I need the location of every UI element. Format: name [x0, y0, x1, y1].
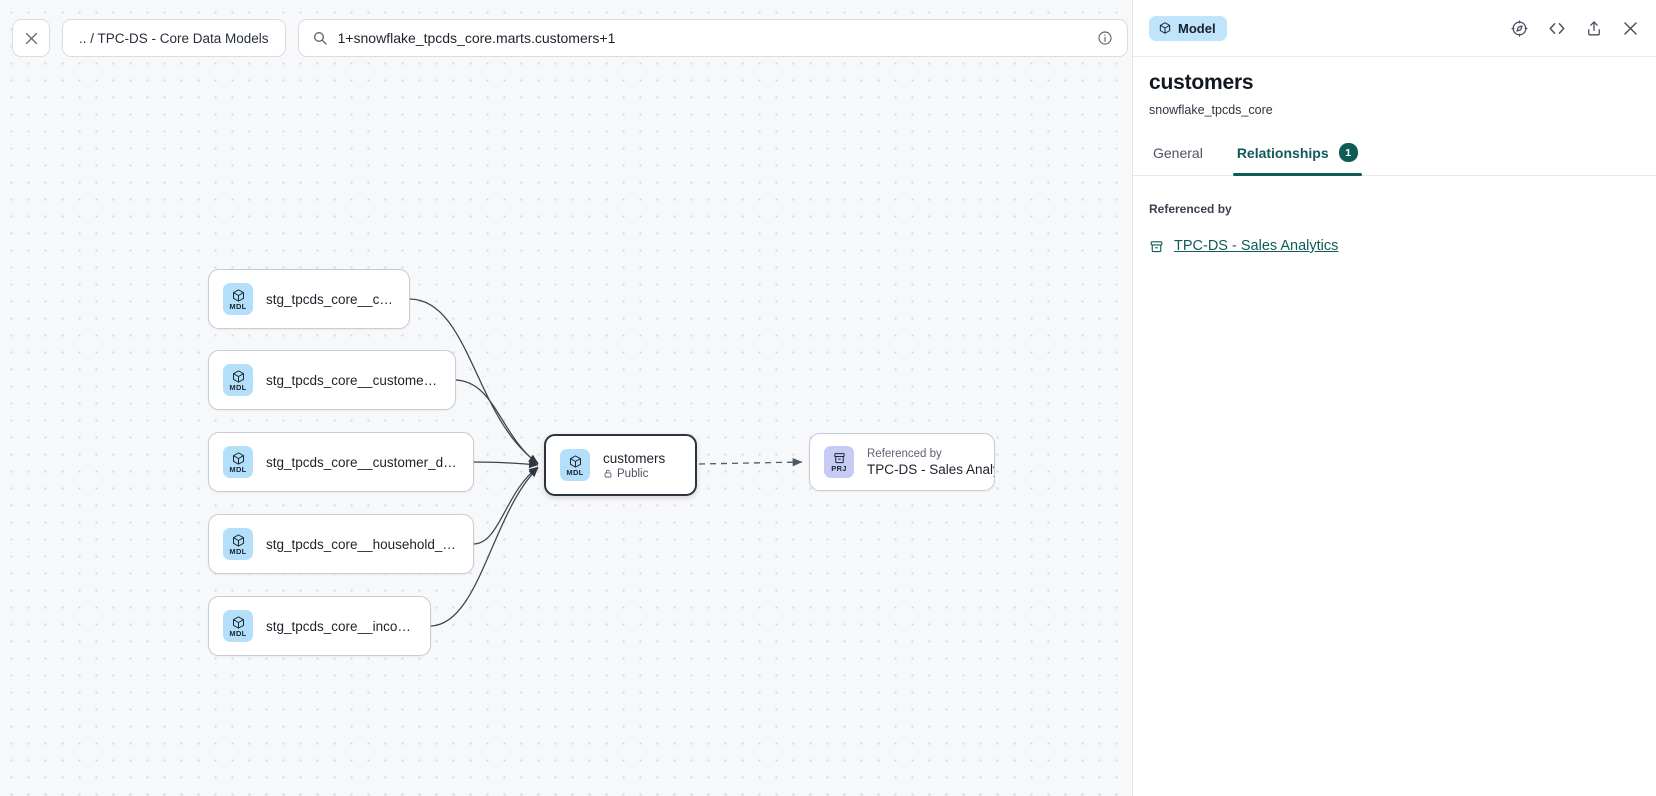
tab-label: General: [1153, 144, 1203, 161]
graph-node-label: stg_tpcds_core__customer: [266, 291, 395, 307]
graph-area: MDL stg_tpcds_core__customer MDL stg_tpc…: [208, 269, 995, 656]
cube-icon: [1158, 21, 1172, 35]
panel-toolbar: Model: [1133, 0, 1656, 56]
graph-node-selected-customers[interactable]: MDL customers Public: [544, 434, 697, 496]
info-icon[interactable]: [1097, 30, 1113, 46]
graph-node-access-label: Public: [617, 467, 649, 480]
badge-type-label: MDL: [229, 464, 247, 474]
section-label-referenced-by: Referenced by: [1149, 202, 1232, 216]
compass-icon[interactable]: [1510, 19, 1529, 38]
code-icon[interactable]: [1547, 19, 1567, 38]
close-icon[interactable]: [1621, 19, 1640, 38]
project-badge: PRJ: [824, 446, 854, 478]
badge-type-label: MDL: [229, 628, 247, 638]
graph-node-title: customers: [603, 450, 666, 466]
tab-label: Relationships: [1236, 144, 1329, 161]
badge-type-label: MDL: [566, 467, 584, 477]
referenced-by-link[interactable]: TPC-DS - Sales Analytics: [1174, 238, 1339, 254]
graph-node-label: stg_tpcds_core__income_band: [266, 618, 416, 634]
share-icon[interactable]: [1585, 19, 1603, 38]
badge-type-label: PRJ: [831, 464, 847, 473]
graph-node-text: customers Public: [603, 451, 665, 480]
badge-type-label: MDL: [229, 546, 247, 556]
badge-type-label: MDL: [229, 382, 247, 392]
page-title: customers: [1149, 71, 1254, 94]
graph-node-label: stg_tpcds_core__customer_demogra…: [266, 454, 459, 470]
model-badge: MDL: [223, 446, 253, 478]
panel-header: customers snowflake_tpcds_core: [1133, 56, 1656, 117]
graph-node-caption: Referenced by: [867, 447, 942, 460]
graph-node-model[interactable]: MDL stg_tpcds_core__household_demogr…: [208, 514, 474, 574]
graph-node-model[interactable]: MDL stg_tpcds_core__customer_address: [208, 350, 456, 410]
details-panel: Model customers snowflake_tpcds_core: [1132, 0, 1656, 796]
search-icon: [312, 30, 328, 46]
badge-type-label: MDL: [229, 301, 247, 311]
graph-node-text: Referenced by TPC-DS - Sales Analytics: [867, 447, 994, 477]
graph-node-access: Public: [603, 468, 665, 480]
model-badge: MDL: [560, 449, 590, 481]
list-item[interactable]: TPC-DS - Sales Analytics: [1149, 238, 1640, 254]
graph-edges: [409, 298, 803, 627]
graph-node-model[interactable]: MDL stg_tpcds_core__customer_demogra…: [208, 432, 474, 492]
graph-node-title: TPC-DS - Sales Analytics: [867, 461, 994, 477]
search-input[interactable]: 1+snowflake_tpcds_core.marts.customers+1: [297, 19, 1128, 57]
graph-node-label: stg_tpcds_core__household_demogr…: [266, 536, 459, 552]
canvas-toolbar: .. / TPC-DS - Core Data Models 1+snowfla…: [12, 18, 1132, 58]
panel-action-buttons: [1510, 19, 1640, 38]
graph-node-model[interactable]: MDL stg_tpcds_core__income_band: [208, 596, 431, 656]
project-icon: [1149, 239, 1164, 254]
breadcrumb[interactable]: .. / TPC-DS - Core Data Models: [62, 19, 286, 57]
close-icon: [23, 30, 40, 47]
panel-content: Referenced by TPC-DS - Sales Analytics: [1133, 176, 1656, 254]
graph-node-model[interactable]: MDL stg_tpcds_core__customer: [208, 269, 410, 329]
lock-icon: [603, 468, 613, 479]
breadcrumb-label: .. / TPC-DS - Core Data Models: [79, 30, 269, 46]
model-type-pill[interactable]: Model: [1149, 15, 1227, 41]
panel-subtitle: snowflake_tpcds_core: [1149, 103, 1273, 117]
model-badge: MDL: [223, 610, 253, 642]
graph-node-project[interactable]: PRJ Referenced by TPC-DS - Sales Analyti…: [809, 433, 995, 491]
tab-general[interactable]: General: [1149, 143, 1207, 175]
model-badge: MDL: [223, 528, 253, 560]
search-query-text: 1+snowflake_tpcds_core.marts.customers+1: [337, 30, 616, 46]
tab-count-badge: 1: [1338, 143, 1358, 162]
graph-node-label: stg_tpcds_core__customer_address: [266, 372, 441, 388]
model-badge: MDL: [223, 283, 253, 315]
tab-relationships[interactable]: Relationships 1: [1232, 143, 1362, 176]
model-pill-label: Model: [1178, 20, 1216, 36]
model-badge: MDL: [223, 364, 253, 396]
panel-tabs: General Relationships 1: [1133, 143, 1656, 176]
close-lineage-button[interactable]: [12, 19, 50, 57]
lineage-canvas[interactable]: .. / TPC-DS - Core Data Models 1+snowfla…: [0, 0, 1132, 796]
